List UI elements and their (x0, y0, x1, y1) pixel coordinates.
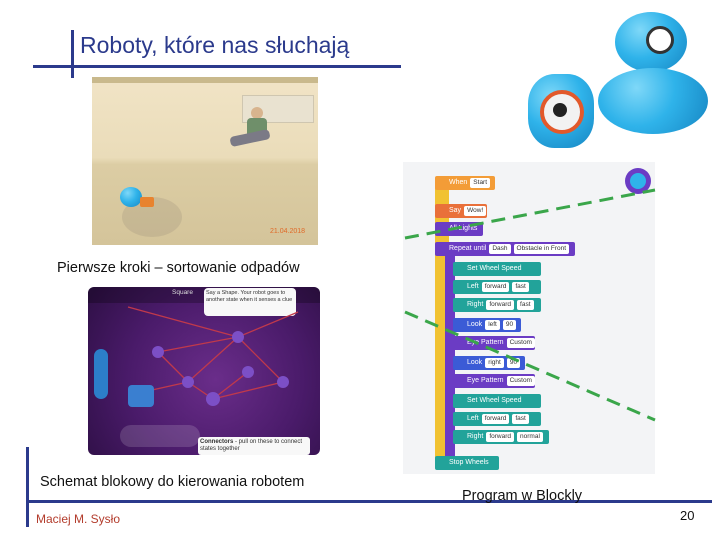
state-graph (127, 306, 299, 406)
app-side-panel[interactable] (94, 349, 108, 399)
block-say-label: Say (449, 207, 462, 214)
block-right-1-value[interactable]: forward (486, 300, 515, 310)
app-node-panel[interactable] (128, 385, 154, 407)
block-look-left-value2[interactable]: 90 (502, 320, 517, 330)
block-look-right-label: Look (467, 359, 483, 366)
block-say-value[interactable]: Wow! (464, 206, 487, 216)
small-robot (120, 187, 142, 207)
block-all-lights-label: All Lights (449, 225, 478, 232)
frame-horizontal-bottom (26, 500, 712, 503)
caption-blockly: Program w Blockly (462, 488, 583, 504)
block-eye-pattern-2-label: Eye Pattern (467, 377, 504, 384)
block-wheel-speed-2[interactable]: Set Wheel Speed (453, 394, 541, 408)
robot-eye-back (646, 26, 674, 54)
block-left-2-label: Left (467, 415, 479, 422)
frame-horizontal-top (33, 65, 401, 68)
block-stop-wheels-label: Stop Wheels (449, 459, 489, 466)
block-eye-pattern-1-value[interactable]: Custom (506, 338, 535, 348)
block-left-2-value[interactable]: forward (481, 414, 510, 424)
block-left-1-value2[interactable]: fast (512, 282, 529, 292)
frame-vertical-top (71, 30, 74, 78)
app-tab[interactable]: Square (172, 289, 193, 296)
photo-child-with-robot: 21.04.2018 (92, 77, 318, 245)
robot-pupil-front (553, 103, 567, 117)
app-state-diagram: Square Say a Shape. Your robot goes to a… (88, 287, 320, 455)
repeat-spine (445, 254, 455, 456)
block-eye-pattern-1-label: Eye Pattern (467, 339, 504, 346)
block-wheel-speed-1-label: Set Wheel Speed (467, 265, 522, 272)
block-eye-pattern-2-value[interactable]: Custom (506, 376, 535, 386)
child-figure (229, 107, 272, 149)
page-number: 20 (680, 508, 695, 523)
connectors-tooltip: Connectors - pull on these to connect st… (198, 437, 310, 455)
caption-photo: Pierwsze kroki – sortowanie odpadów (57, 260, 300, 276)
block-when-label: When (449, 179, 468, 186)
block-right-2-value[interactable]: forward (486, 432, 515, 442)
block-look-right-value[interactable]: right (485, 358, 504, 368)
block-look-right-value2[interactable]: 90 (506, 358, 521, 368)
app-tooltip: Say a Shape. Your robot goes to another … (204, 288, 296, 316)
block-right-2-value2[interactable]: normal (517, 432, 543, 442)
connectors-title: Connectors (200, 439, 234, 445)
dash-robots-photo (520, 12, 710, 150)
block-repeat-value[interactable]: Dash (489, 244, 511, 254)
orange-item (140, 197, 154, 207)
block-right-1-label: Right (467, 301, 484, 308)
connectors-text: - pull on these to connect states togeth… (200, 439, 303, 452)
block-right-1-value2[interactable]: fast (517, 300, 534, 310)
block-when-value[interactable]: Start (470, 178, 491, 188)
robot-body-back (598, 68, 708, 134)
block-repeat-value2[interactable]: Obstacle in Front (513, 244, 570, 254)
slide-title: Roboty, które nas słuchają (80, 32, 350, 58)
dash-avatar-icon[interactable] (625, 168, 651, 194)
photo-date: 21.04.2018 (270, 228, 306, 235)
block-repeat-label: Repeat until (449, 245, 487, 252)
block-left-1-label: Left (467, 283, 479, 290)
author-name: Maciej M. Sysło (36, 512, 121, 526)
block-right-2-label: Right (467, 433, 484, 440)
block-wheel-speed-1[interactable]: Set Wheel Speed (453, 262, 541, 276)
frame-vertical-bottom (26, 447, 29, 527)
block-left-1-value[interactable]: forward (481, 282, 510, 292)
block-left-2-value2[interactable]: fast (512, 414, 529, 424)
wall-stripe (92, 77, 318, 83)
caption-app: Schemat blokowy do kierowania robotem (40, 474, 305, 490)
block-look-left-value[interactable]: left (485, 320, 500, 330)
block-stop-wheels[interactable]: Stop Wheels (435, 456, 499, 470)
app-bottom-tray[interactable] (120, 425, 200, 447)
block-look-left-label: Look (467, 321, 483, 328)
block-wheel-speed-2-label: Set Wheel Speed (467, 397, 522, 404)
